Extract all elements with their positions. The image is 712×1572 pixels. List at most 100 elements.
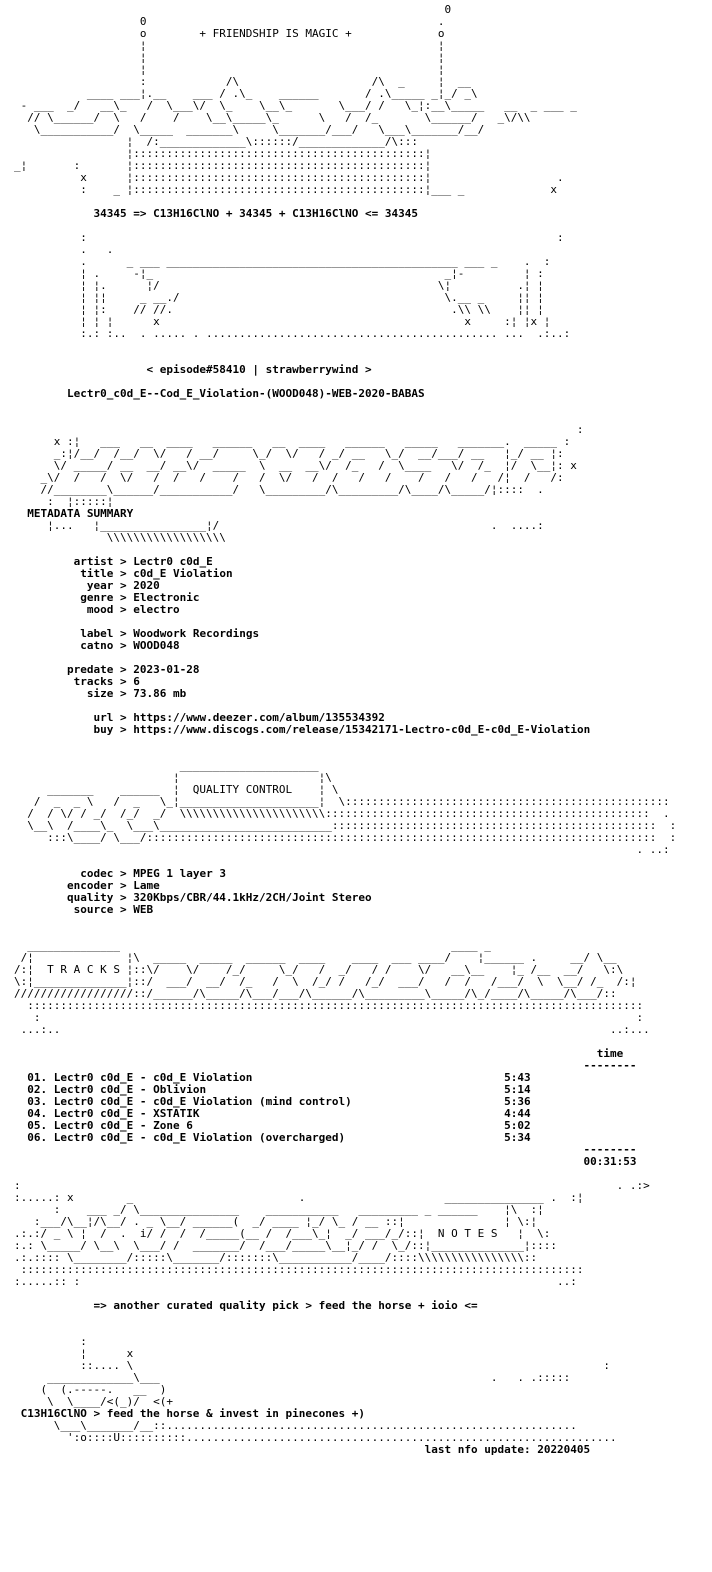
track-title: Lectr0 c0d_E - Oblivion bbox=[53, 1083, 207, 1096]
track-title: Lectr0 c0d_E - c0d_E Violation bbox=[53, 1071, 253, 1084]
metadata-key: size bbox=[86, 687, 114, 700]
quality-key: codec bbox=[80, 867, 114, 880]
metadata-value: Woodwork Recordings bbox=[133, 627, 260, 640]
tracks-time-header: time bbox=[596, 1047, 624, 1060]
metadata-value: c0d_E Violation bbox=[133, 567, 233, 580]
metadata-value: 6 bbox=[133, 675, 140, 688]
last-update: last nfo update: 20220405 bbox=[424, 1443, 591, 1456]
metadata-row-artist: artist > Lectr0 c0d_E bbox=[73, 555, 213, 568]
metadata-banner-art-end: ¦... ¦________________¦/ . ....: \\\\\\\… bbox=[47, 519, 544, 544]
metadata-key: label bbox=[80, 627, 114, 640]
track-row: 02. Lectr0 c0d_E - Oblivion 5:14 bbox=[14, 1084, 712, 1096]
quality-key: quality bbox=[66, 891, 114, 904]
metadata-value: 2020 bbox=[133, 579, 160, 592]
quality-key: encoder bbox=[66, 879, 114, 892]
metadata-value: WOOD048 bbox=[133, 639, 180, 652]
total-time: 00:31:53 bbox=[583, 1155, 637, 1168]
nfo-document: 0 0 . o + FRIENDSHIP IS MAGIC + o ¦ ¦ bbox=[14, 4, 712, 1456]
footer-tagline: C13H16ClNO > feed the horse & invest in … bbox=[20, 1407, 365, 1420]
track-time: 4:44 bbox=[504, 1107, 531, 1120]
metadata-row-predate: predate > 2023-01-28 bbox=[66, 663, 200, 676]
metadata-key: title bbox=[80, 567, 114, 580]
quality-key: source bbox=[73, 903, 114, 916]
track-number: 03. bbox=[27, 1095, 48, 1108]
track-row: 05. Lectr0 c0d_E - Zone 6 5:02 bbox=[14, 1120, 712, 1132]
track-time: 5:14 bbox=[504, 1083, 531, 1096]
metadata-key: genre bbox=[80, 591, 114, 604]
release-name: Lectr0_c0d_E--Cod_E_Violation-(WOOD048)-… bbox=[66, 387, 425, 400]
track-time: 5:34 bbox=[504, 1131, 531, 1144]
spacer bbox=[14, 400, 712, 412]
quality-value: 320Kbps/CBR/44.1kHz/2CH/Joint Stereo bbox=[133, 891, 372, 904]
track-title: Lectr0 c0d_E - c0d_E Violation (mind con… bbox=[53, 1095, 352, 1108]
metadata-value: Lectr0 c0d_E bbox=[133, 555, 213, 568]
track-number: 01. bbox=[27, 1071, 48, 1084]
metadata-url-link[interactable]: https://www.deezer.com/album/135534392 bbox=[133, 711, 385, 724]
spacer bbox=[14, 916, 712, 928]
spacer bbox=[14, 736, 712, 748]
track-row: 04. Lectr0 c0d_E - XSTATIK 4:44 bbox=[14, 1108, 712, 1120]
header-ascii-art: 0 0 . o + FRIENDSHIP IS MAGIC + o ¦ ¦ bbox=[14, 3, 577, 196]
metadata-value: 73.86 mb bbox=[133, 687, 187, 700]
metadata-row-title: title > c0d_E Violation bbox=[80, 567, 233, 580]
metadata-key: artist bbox=[73, 555, 114, 568]
track-number: 04. bbox=[27, 1107, 48, 1120]
track-title: Lectr0 c0d_E - c0d_E Violation (overchar… bbox=[53, 1131, 346, 1144]
quality-value: MPEG 1 layer 3 bbox=[133, 867, 226, 880]
metadata-key: mood bbox=[86, 603, 114, 616]
tracks-banner-art: ______________ ____ _ /¦ ¦\ _____ _____ … bbox=[14, 939, 650, 1036]
metadata-row-label: label > Woodwork Recordings bbox=[80, 627, 260, 640]
metadata-key: url bbox=[93, 711, 114, 724]
quality-row-quality: quality > 320Kbps/CBR/44.1kHz/2CH/Joint … bbox=[66, 891, 372, 904]
quality-row-source: source > WEB bbox=[73, 903, 154, 916]
track-title: Lectr0 c0d_E - XSTATIK bbox=[53, 1107, 200, 1120]
episode-line: < episode#58410 | strawberrywind > bbox=[146, 363, 372, 376]
metadata-value: 2023-01-28 bbox=[133, 663, 200, 676]
metadata-banner-art: : x :¦ ___ __ ____ ______ __ ____ ______… bbox=[40, 423, 584, 508]
metadata-value: electro bbox=[133, 603, 180, 616]
quality-control-banner-art: _____________________ ¦ ¦\ _______ _____… bbox=[27, 759, 677, 856]
track-list: 01. Lectr0 c0d_E - c0d_E Violation 5:43 … bbox=[14, 1072, 712, 1144]
spacer bbox=[14, 340, 712, 352]
metadata-row-catno: catno > WOOD048 bbox=[80, 639, 180, 652]
track-title: Lectr0 c0d_E - Zone 6 bbox=[53, 1119, 193, 1132]
metadata-row-size: size > 73.86 mb bbox=[86, 687, 187, 700]
metadata-row-mood: mood > electro bbox=[86, 603, 180, 616]
metadata-key: predate bbox=[66, 663, 114, 676]
quality-value: Lame bbox=[133, 879, 160, 892]
metadata-row-year: year > 2020 bbox=[86, 579, 160, 592]
track-time: 5:43 bbox=[504, 1071, 531, 1084]
track-number: 06. bbox=[27, 1131, 48, 1144]
metadata-row-url: url > https://www.deezer.com/album/13553… bbox=[93, 711, 385, 724]
metadata-value: Electronic bbox=[133, 591, 200, 604]
metadata-buy-link[interactable]: https://www.discogs.com/release/15342171… bbox=[133, 723, 591, 736]
quality-value: WEB bbox=[133, 903, 154, 916]
metadata-section-title: METADATA SUMMARY bbox=[27, 507, 134, 520]
metadata-key: year bbox=[86, 579, 114, 592]
notes-text: => another curated quality pick > feed t… bbox=[93, 1299, 478, 1312]
spacer bbox=[14, 1312, 712, 1324]
metadata-key: tracks bbox=[73, 675, 114, 688]
metadata-key: catno bbox=[80, 639, 114, 652]
track-time: 5:36 bbox=[504, 1095, 531, 1108]
metadata-row-tracks: tracks > 6 bbox=[73, 675, 140, 688]
track-number: 05. bbox=[27, 1119, 48, 1132]
metadata-row-genre: genre > Electronic bbox=[80, 591, 200, 604]
metadata-key: buy bbox=[93, 723, 114, 736]
footer-ascii-art: : ¦ x ::.... \ : _____________\___ . . .… bbox=[40, 1335, 611, 1408]
header-ascii-art-bottom: : : . . . _ ___ _____________________ bbox=[80, 231, 571, 340]
quality-list: codec > MPEG 1 layer 3 encoder > Lame qu… bbox=[14, 868, 712, 916]
metadata-list: artist > Lectr0 c0d_E title > c0d_E Viol… bbox=[14, 556, 712, 736]
track-row: 03. Lectr0 c0d_E - c0d_E Violation (mind… bbox=[14, 1096, 712, 1108]
footer-ascii-art-end: \___\_______/__::.......................… bbox=[53, 1419, 617, 1444]
quality-row-encoder: encoder > Lame bbox=[66, 879, 160, 892]
track-time: 5:02 bbox=[504, 1119, 531, 1132]
quality-row-codec: codec > MPEG 1 layer 3 bbox=[80, 867, 226, 880]
equation-line: 34345 => C13H16ClNO + 34345 + C13H16ClNO… bbox=[14, 207, 418, 220]
notes-banner-art: : . .:> :.....: x _ . _______________ . … bbox=[14, 1179, 650, 1288]
spacer bbox=[14, 1324, 712, 1336]
metadata-row-buy: buy > https://www.discogs.com/release/15… bbox=[93, 723, 591, 736]
track-number: 02. bbox=[27, 1083, 48, 1096]
track-row: 06. Lectr0 c0d_E - c0d_E Violation (over… bbox=[14, 1132, 712, 1144]
track-row: 01. Lectr0 c0d_E - c0d_E Violation 5:43 bbox=[14, 1072, 712, 1084]
